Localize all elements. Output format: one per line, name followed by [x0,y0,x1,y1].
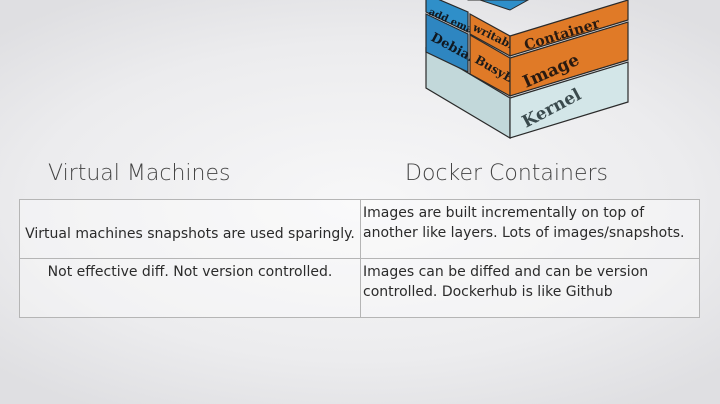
container-right-face [509,0,629,57]
table-row: Virtual machines snapshots are used spar… [19,199,700,259]
docker-diff-text-line1: Images can be diffed and can be version [363,264,649,280]
debian-face [425,13,469,73]
table-cell-docker: Images are built incrementally on top of… [360,199,700,259]
image-right-face [509,21,629,97]
table-cell-vm: Not effective diff. Not version controll… [19,258,361,318]
add-emacs-face [425,0,469,33]
table-row: Not effective diff. Not version controll… [19,258,700,318]
table-cell-vm: Virtual machines snapshots are used spar… [19,199,361,259]
table-cell-docker: Images can be diffed and can be version … [360,258,700,318]
top-layer-face [467,0,530,11]
docker-layers-svg: Kernel Debian BusyBox Image add emacs wr… [425,0,629,140]
heading-virtual-machines: Virtual Machines [48,161,231,186]
comparison-table: Virtual machines snapshots are used spar… [19,199,700,318]
docker-diff-text-line2: controlled. Dockerhub is like Github [363,284,613,300]
docker-layers-diagram: Kernel Debian BusyBox Image add emacs wr… [418,0,638,140]
heading-docker-containers: Docker Containers [405,161,608,186]
kernel-right-face [509,61,629,139]
vm-snapshots-text: Virtual machines snapshots are used spar… [25,226,355,242]
docker-layers-text-line1: Images are built incrementally on top of [363,205,645,221]
vm-diff-text: Not effective diff. Not version controll… [47,264,333,280]
docker-layers-text-line2: another like layers. Lots of images/snap… [363,225,685,241]
